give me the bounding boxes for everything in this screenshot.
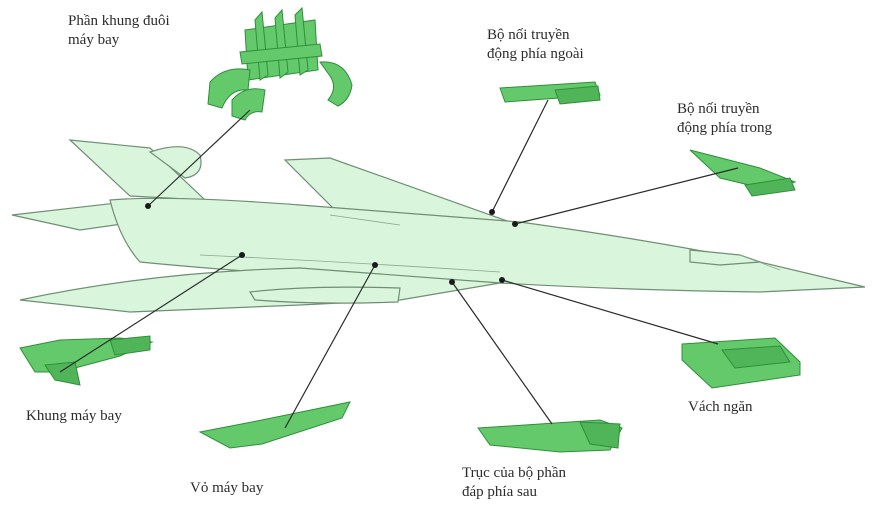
outer-connector-label: Bộ nối truyền động phía ngoài: [487, 26, 584, 64]
aircraft-skin-part: [200, 402, 350, 448]
inner-connector-label-line-1: Bộ nối truyền: [677, 100, 772, 119]
engine-nacelle: [250, 287, 400, 303]
tail-frame-label: Phần khung đuôi máy bay: [68, 12, 170, 50]
inner-connector-label: Bộ nối truyền động phía trong: [677, 100, 772, 138]
cockpit-detail: [690, 250, 760, 265]
outer-connector-label-line-1: Bộ nối truyền: [487, 26, 584, 45]
outer-connector-label-line-2: động phía ngoài: [487, 45, 584, 64]
tail-frame-label-line-1: Phần khung đuôi: [68, 12, 170, 31]
inner-connector-label-line-2: động phía trong: [677, 119, 772, 138]
fuselage-frame-part: [20, 336, 152, 385]
aircraft-skin-label-line-1: Vỏ máy bay: [190, 479, 263, 498]
rear-flap-shaft-label: Trục của bộ phần đáp phía sau: [462, 464, 566, 502]
fuselage-frame-label-line-1: Khung máy bay: [26, 407, 122, 426]
fuselage-frame-label: Khung máy bay: [26, 407, 122, 426]
inner-connector-part: [690, 150, 795, 196]
tail-frame-part: [208, 8, 352, 120]
rear-flap-shaft-label-line-2: đáp phía sau: [462, 483, 566, 502]
aircraft-skin-label: Vỏ máy bay: [190, 479, 263, 498]
bulkhead-part: [682, 338, 800, 388]
rear-flap-shaft-part: [478, 420, 622, 452]
outer-connector-part: [500, 82, 600, 104]
tail-frame-label-line-2: máy bay: [68, 31, 170, 50]
rear-flap-shaft-label-line-1: Trục của bộ phần: [462, 464, 566, 483]
bulkhead-label-line-1: Vách ngăn: [688, 398, 753, 417]
bulkhead-label: Vách ngăn: [688, 398, 753, 417]
